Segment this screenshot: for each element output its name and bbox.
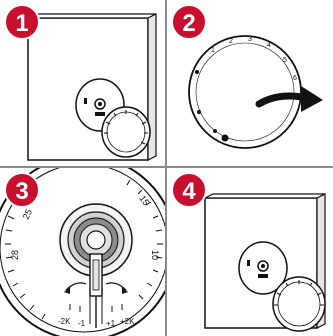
vertical-divider — [165, 0, 167, 336]
step-2-panel: 2 1 2 3 4 5 6 — [167, 0, 333, 166]
arrow-head-icon — [301, 86, 323, 112]
scale-label-28: 28 — [10, 250, 20, 260]
scale-label-10: 10 — [150, 250, 160, 260]
step-2-badge: 2 — [171, 4, 207, 40]
adjust-label-plus-1: +1 — [106, 319, 116, 328]
adjust-label-minus-2k: -2K — [58, 317, 71, 326]
horizontal-divider — [0, 166, 333, 168]
dial-label-1: 1 — [211, 47, 215, 54]
adjust-label-minus-1: -1 — [78, 319, 86, 328]
step-1-panel: 1 — [0, 0, 165, 166]
step-4-panel: 4 — [167, 168, 333, 336]
adjust-label-plus-2k: +2K — [120, 317, 135, 326]
step-4-badge: 4 — [171, 172, 207, 208]
dial-label-4: 4 — [267, 42, 271, 49]
step-3-badge: 3 — [4, 172, 40, 208]
dial-label-2: 2 — [229, 38, 233, 45]
dial-label-3: 3 — [248, 36, 252, 43]
dial-label-5: 5 — [283, 57, 287, 64]
step-1-badge: 1 — [4, 4, 40, 40]
step-3-panel: 3 — [0, 168, 165, 336]
dial-label-6: 6 — [293, 75, 297, 82]
